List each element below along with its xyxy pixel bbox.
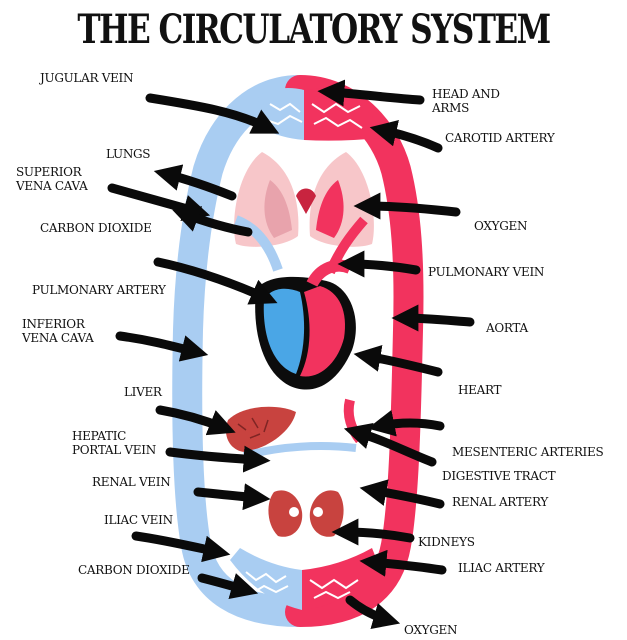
arrow-carotid-artery: [369, 119, 443, 153]
label-hepatic-portal-vein-line1: HEPATIC: [72, 429, 127, 443]
label-superior-vena-cava-line1: SUPERIOR: [16, 165, 82, 179]
label-renal-artery: RENAL ARTERY: [452, 495, 548, 509]
arrow-hepatic-portal-vein: [165, 445, 271, 473]
label-iliac-artery: ILIAC ARTERY: [458, 561, 545, 575]
label-hepatic-portal-vein-line2: PORTAL VEIN: [72, 443, 156, 457]
page-title: THE CIRCULATORY SYSTEM: [77, 6, 551, 53]
arrow-carbon-dioxide-top: [172, 206, 253, 237]
arrow-digestive-tract: [343, 422, 437, 467]
arrow-iliac-vein: [131, 531, 231, 563]
label-carbon-dioxide-top: CARBON DIOXIDE: [40, 221, 152, 235]
label-oxygen-bottom: OXYGEN: [404, 623, 458, 637]
arrow-oxygen-top: [353, 192, 461, 220]
arrow-renal-artery: [359, 479, 445, 509]
label-heart: HEART: [458, 383, 502, 397]
label-kidneys: KIDNEYS: [418, 535, 475, 549]
arrow-carbon-dioxide-bottom: [197, 573, 259, 600]
label-oxygen-top: OXYGEN: [474, 219, 528, 233]
label-head-and-arms-line1: HEAD AND: [432, 87, 500, 101]
label-liver: LIVER: [124, 385, 162, 399]
label-aorta: AORTA: [486, 321, 528, 335]
arrow-lungs: [153, 164, 237, 201]
arrow-renal-vein: [193, 483, 271, 511]
label-inferior-vena-cava-line2: VENA CAVA: [22, 331, 94, 345]
arrow-liver: [155, 405, 236, 436]
label-carotid-artery: CAROTID ARTERY: [445, 131, 555, 145]
label-digestive-tract: DIGESTIVE TRACT: [442, 469, 556, 483]
arrow-heart: [353, 345, 443, 377]
label-jugular-vein: JUGULAR VEIN: [40, 71, 134, 85]
arrow-aorta: [391, 304, 475, 332]
arrow-pulmonary-artery: [153, 257, 278, 305]
label-mesenteric-arteries: MESENTERIC ARTERIES: [452, 445, 604, 459]
label-carbon-dioxide-bottom: CARBON DIOXIDE: [78, 563, 190, 577]
arrow-superior-vena-cava: [107, 183, 211, 222]
label-lungs: LUNGS: [106, 147, 151, 161]
liver-shape: [225, 406, 296, 452]
heart-shape: [255, 259, 356, 390]
arrow-pulmonary-vein: [337, 250, 421, 278]
label-renal-vein: RENAL VEIN: [92, 475, 171, 489]
label-superior-vena-cava-line2: VENA CAVA: [16, 179, 88, 193]
arrow-head-arms: [317, 79, 425, 107]
arrow-oxygen-bottom: [345, 595, 401, 630]
kidneys-shape: [268, 490, 344, 537]
pointer-arrows: [107, 79, 475, 630]
label-pulmonary-artery: PULMONARY ARTERY: [32, 283, 166, 297]
arrow-jugular-vein: [145, 93, 280, 134]
arrow-mesenteric-arteries: [367, 409, 445, 437]
arrow-inferior-vena-cava: [115, 331, 209, 362]
arrow-kidneys: [331, 518, 415, 546]
label-inferior-vena-cava-line1: INFERIOR: [22, 317, 85, 331]
label-pulmonary-vein: PULMONARY VEIN: [428, 265, 545, 279]
arrow-iliac-artery: [359, 549, 447, 577]
label-iliac-vein: ILIAC VEIN: [104, 513, 173, 527]
label-head-and-arms-line2: ARMS: [432, 101, 470, 115]
